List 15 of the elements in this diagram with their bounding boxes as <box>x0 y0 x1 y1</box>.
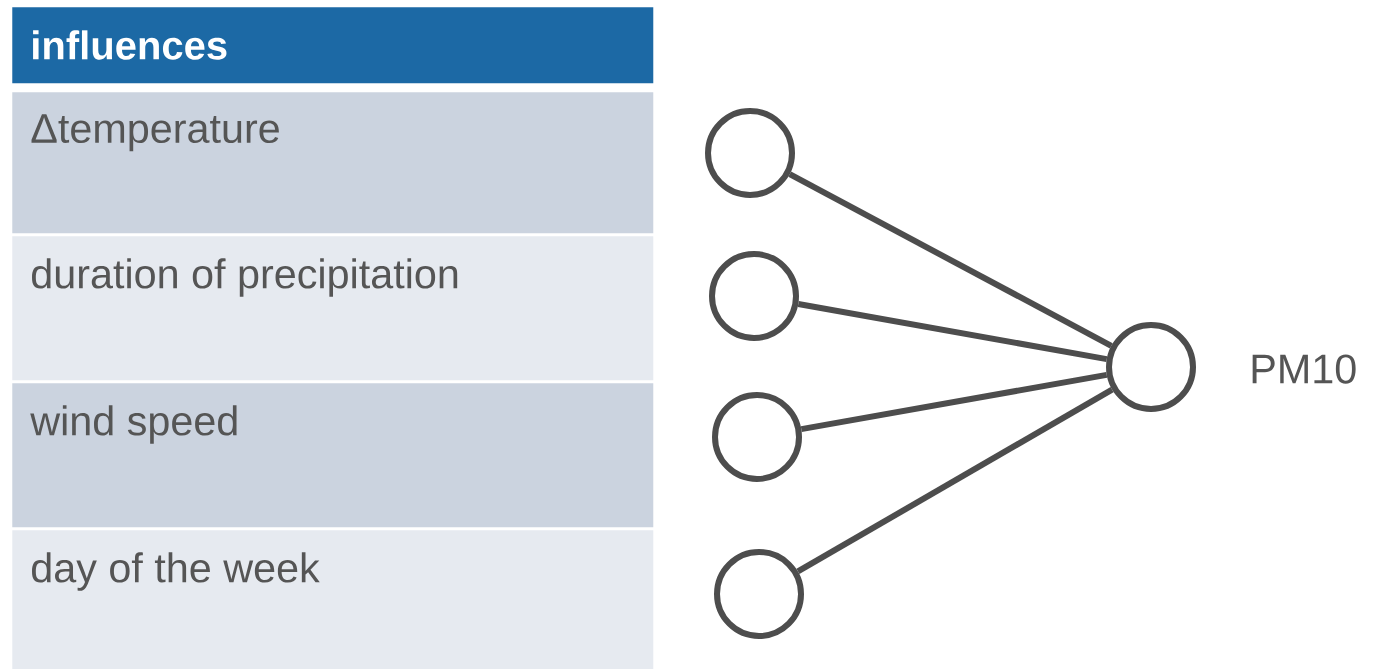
circle-node <box>705 108 795 198</box>
node-label: PM10 <box>1252 354 1356 384</box>
table-header: influences <box>12 7 654 84</box>
table-cell: wind speed <box>12 383 654 528</box>
circle-node <box>709 251 799 341</box>
connector-line <box>796 386 1114 575</box>
table-cell: duration of precipitation <box>12 236 654 381</box>
circle-node <box>1106 322 1196 412</box>
table-cell: Δtemperature <box>12 92 654 234</box>
connector-line <box>797 300 1108 363</box>
circle-node <box>714 549 804 639</box>
table-cell: day of the week <box>12 530 654 669</box>
circle-node <box>712 392 802 482</box>
connector-line <box>788 171 1113 349</box>
connector-line <box>800 371 1108 433</box>
